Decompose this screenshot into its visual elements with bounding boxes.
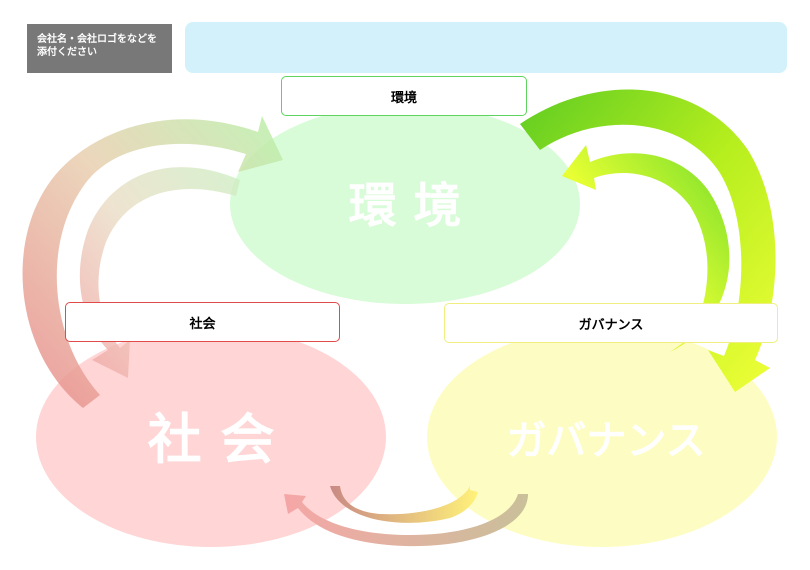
environment-label-text: 環境 (390, 90, 417, 106)
governance-big-label: ガバナンス (506, 418, 705, 464)
arrow-governance-to-society-bottom (284, 494, 528, 547)
arrow-environment-to-society-inner (79, 167, 241, 378)
logo-placeholder: 会社名・会社ロゴをなどを 添付ください (27, 24, 172, 73)
governance-label-text: ガバナンス (578, 317, 644, 333)
society-label-box: 社会 (65, 302, 340, 342)
arrow-society-to-environment-outer (22, 116, 283, 408)
environment-circle (230, 104, 580, 304)
society-big-label: 社 会 (148, 408, 275, 471)
governance-circle (427, 327, 777, 547)
environment-big-label: 環 境 (349, 178, 462, 234)
society-label-text: 社会 (189, 316, 216, 332)
society-circle (36, 327, 386, 547)
arrow-governance-to-environment-inner (562, 145, 730, 352)
arrow-society-to-governance-bottom (330, 486, 478, 523)
header-bar (185, 22, 787, 73)
governance-label-box: ガバナンス (444, 303, 778, 343)
arrow-environment-to-governance-outer (520, 89, 776, 393)
environment-label-box: 環境 (281, 76, 527, 116)
